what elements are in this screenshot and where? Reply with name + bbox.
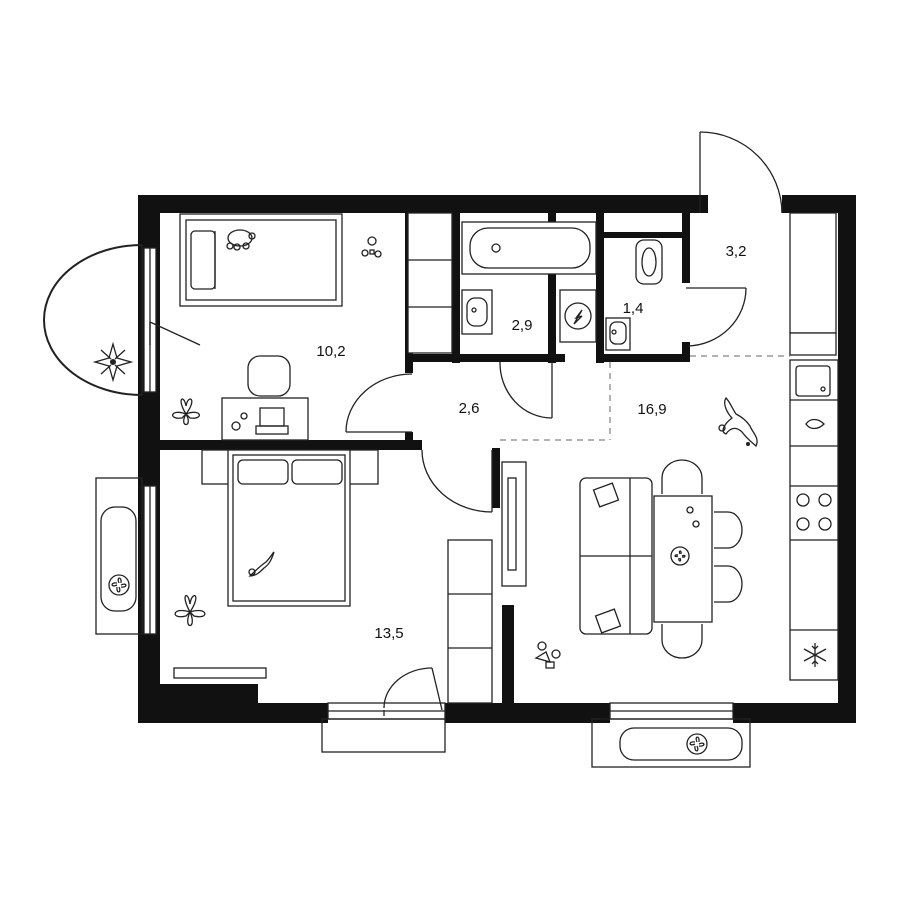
potted-plant-icon [172, 398, 200, 426]
potted-plant-icon [174, 594, 206, 627]
single-bed [179, 213, 343, 307]
toys-icon [534, 641, 561, 669]
washbasin [461, 289, 493, 335]
kitchen-counter [789, 359, 839, 681]
toys-icon [226, 229, 256, 251]
fan-icon [686, 733, 708, 755]
planter-bottom-right [591, 718, 751, 768]
area-labels: 10,2 2,9 1,4 3,2 2,6 16,9 13,5 [316, 243, 746, 642]
dining-table [653, 495, 713, 623]
wardrobe-small [407, 212, 453, 354]
bedroom-door [345, 373, 413, 433]
cat-icon [718, 396, 758, 448]
dresser [173, 667, 267, 679]
windows [143, 247, 734, 720]
cat-icon [248, 551, 275, 577]
chair [247, 355, 291, 397]
main-bedroom-door [421, 449, 493, 513]
room-area-kitchen-living: 16,9 [637, 401, 666, 418]
toilet [635, 239, 663, 285]
fan-icon [674, 550, 686, 562]
hall-wardrobe [789, 212, 837, 356]
room-area-bathroom: 2,9 [512, 317, 533, 334]
fan-icon [108, 574, 130, 596]
room-area-entrance-hall: 3,2 [726, 243, 747, 260]
double-bed [201, 449, 379, 607]
balcony-door [383, 667, 443, 716]
planter-bottom-left [321, 718, 446, 753]
round-balcony [43, 244, 201, 396]
room-area-corridor: 2,6 [459, 400, 480, 417]
tv-unit [501, 461, 527, 587]
entrance-door [699, 131, 783, 214]
sofa [579, 477, 653, 635]
planter-left [95, 477, 143, 635]
room-area-bedroom-small: 10,2 [316, 343, 345, 360]
wardrobe-main [447, 539, 493, 704]
desk [221, 397, 309, 441]
bathtub [461, 221, 597, 275]
room-area-bedroom-main: 13,5 [374, 625, 403, 642]
bathroom-door [499, 361, 553, 419]
small-sink [605, 317, 631, 351]
toilet-door [686, 287, 747, 347]
room-area-toilet: 1,4 [623, 300, 644, 317]
washing-machine-icon [559, 289, 597, 343]
balcony-plant-icon [92, 341, 134, 383]
dining-chairs [661, 459, 743, 659]
water-drop-icon [805, 418, 825, 430]
cooktop [796, 493, 832, 531]
toys-icon [361, 236, 382, 258]
snowflake-icon [803, 643, 827, 667]
